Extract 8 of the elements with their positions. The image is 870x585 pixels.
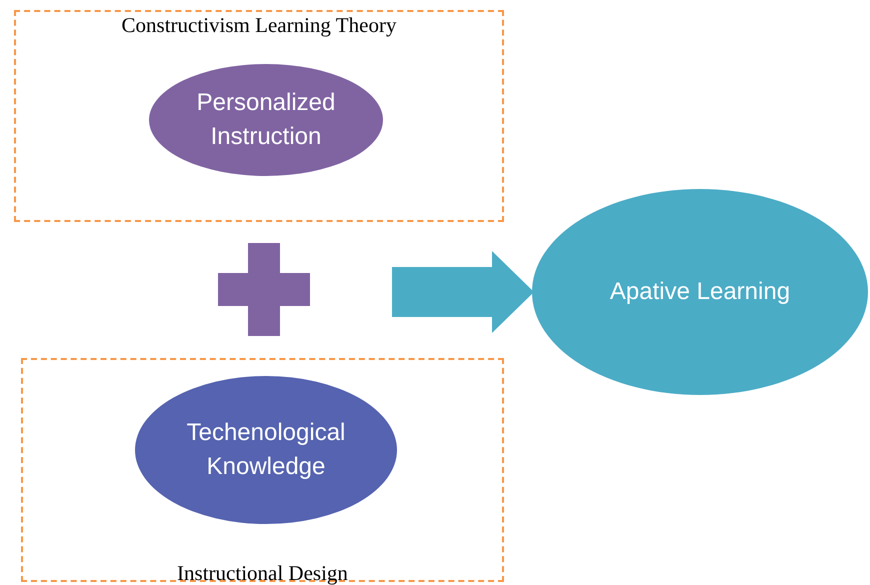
group-heading: Instructional Design [176,563,349,584]
plus-sign [218,243,310,336]
group-heading: Constructivism Learning Theory [120,15,398,36]
concept-label: Apative Learning [608,277,792,307]
block-arrow [392,251,534,333]
concept-label: Techenological Knowledge [186,418,346,482]
concept-label: Personalized Instruction [196,88,336,152]
dashed-group-frame [14,10,504,222]
